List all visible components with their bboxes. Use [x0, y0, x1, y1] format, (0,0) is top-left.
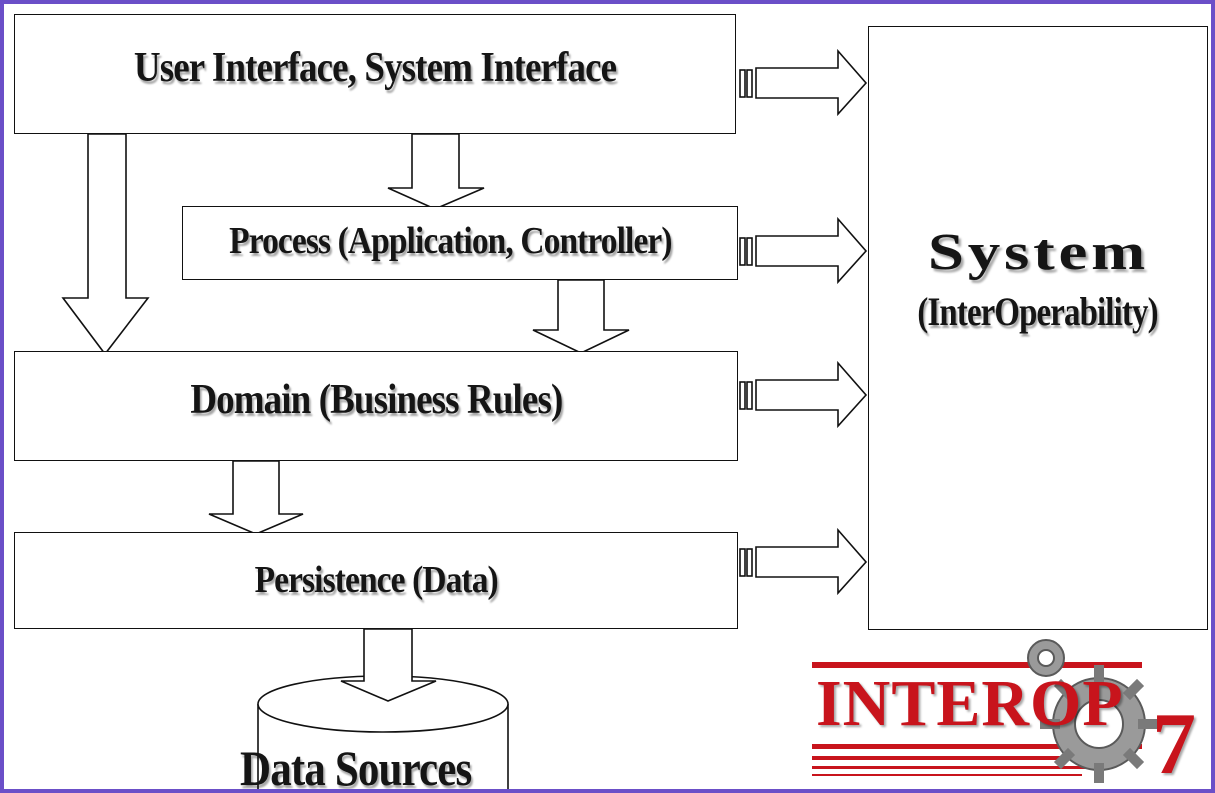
datasources-label: Data Sources — [240, 740, 472, 793]
arrow-process-to-system — [739, 216, 868, 285]
arrow-domain-to-persistence — [208, 460, 304, 535]
arrows-layer — [61, 48, 868, 789]
layer-domain-box: Domain (Business Rules) — [14, 351, 738, 461]
arrow-persistence-to-system — [739, 527, 868, 596]
system-box: System (InterOperability) — [868, 26, 1208, 630]
layer-process-box: Process (Application, Controller) — [182, 206, 738, 280]
arrow-ui-to-domain — [61, 133, 150, 356]
layer-process-label: Process (Application, Controller) — [228, 220, 672, 262]
layer-persistence-box: Persistence (Data) — [14, 532, 738, 629]
logo-text: INTEROP — [816, 667, 1124, 740]
arrow-persistence-to-datasources — [340, 628, 437, 702]
arrow-process-to-domain — [532, 279, 630, 354]
layer-ui-label: User Interface, System Interface — [133, 45, 617, 91]
arrow-ui-to-process — [387, 133, 485, 210]
layer-persistence-label: Persistence (Data) — [254, 558, 498, 601]
system-title: System — [927, 224, 1149, 281]
layer-ui-box: User Interface, System Interface — [14, 14, 736, 134]
interop-logo — [812, 639, 1158, 783]
arrow-domain-to-system — [739, 360, 868, 429]
arrow-ui-to-system — [739, 48, 868, 117]
database-cylinder — [257, 675, 509, 789]
logo-number: 7 — [1152, 696, 1196, 793]
system-subtitle: (InterOperability) — [917, 289, 1159, 334]
layer-domain-label: Domain (Business Rules) — [189, 377, 563, 423]
